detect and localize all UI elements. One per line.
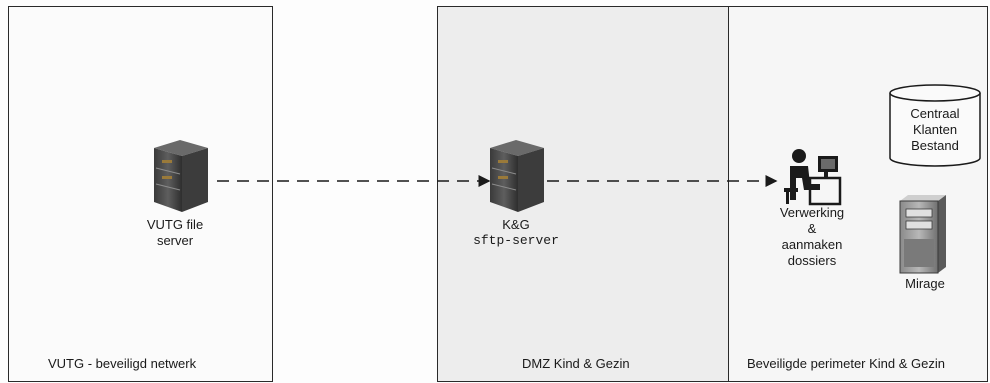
sftp-server-label-line2: sftp-server — [473, 233, 559, 248]
server-rack-icon — [154, 140, 208, 212]
server-rack-icon — [490, 140, 544, 212]
vutg-server-label: VUTG file server — [125, 217, 225, 249]
server-tower-icon — [899, 195, 946, 274]
vutg-server-label-line2: server — [156, 233, 194, 248]
database-label: Centraal Klanten Bestand — [890, 106, 980, 154]
vutg-server-label-line1: VUTG file — [146, 217, 204, 232]
zone-dmz — [437, 6, 729, 382]
zone-dmz-label: DMZ Kind & Gezin — [522, 356, 630, 371]
person-at-desk-icon — [784, 149, 842, 206]
sftp-server-label-line1: K&G — [502, 217, 530, 232]
database-label-line1: Centraal — [910, 106, 960, 121]
database-cylinder-icon — [889, 84, 981, 167]
database-label-line3: Bestand — [911, 138, 959, 153]
zone-vutg-label: VUTG - beveiligd netwerk — [48, 356, 197, 371]
operator-label-line3: aanmaken — [781, 237, 843, 252]
zone-perimeter-label: Beveiligde perimeter Kind & Gezin — [747, 356, 945, 371]
sftp-server-label: K&G sftp-server — [458, 217, 574, 249]
zone-vutg — [8, 6, 273, 382]
operator-label-line4: dossiers — [787, 253, 837, 268]
operator-label-line1: Verwerking — [779, 205, 845, 220]
mirage-label: Mirage — [905, 276, 945, 291]
operator-label-line2: & — [807, 221, 817, 236]
database-label-line2: Klanten — [912, 122, 958, 137]
operator-label: Verwerking & aanmaken dossiers — [758, 205, 866, 269]
zone-perimeter — [728, 6, 988, 382]
